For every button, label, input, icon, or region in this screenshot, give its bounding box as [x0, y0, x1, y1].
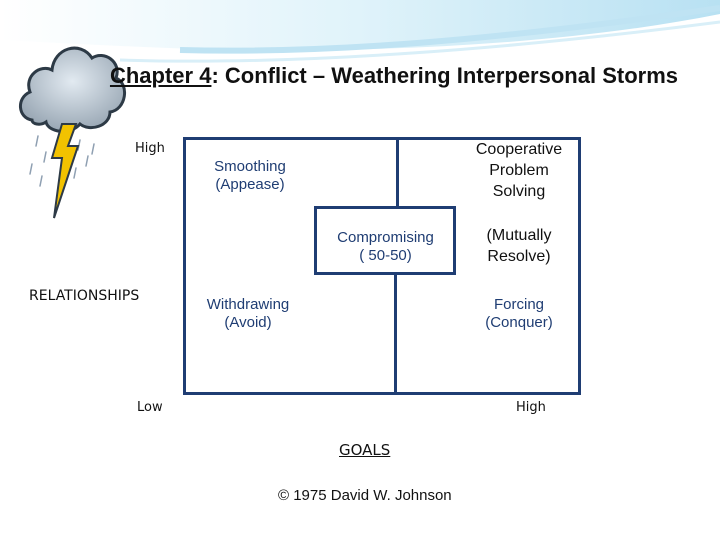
grid-line	[453, 206, 456, 274]
cell-mutually-resolve: (Mutually Resolve)	[466, 225, 572, 267]
cell-compromising-label: Compromising	[337, 229, 434, 246]
cell-compromising-sub: ( 50-50)	[359, 247, 412, 264]
title-text: : Conflict – Weathering Interpersonal St…	[211, 63, 678, 88]
cell-withdrawing-sub: (Avoid)	[224, 314, 272, 331]
y-axis-high-label: High	[135, 141, 165, 156]
conflict-strategy-grid	[183, 137, 581, 395]
cell-compromising: Compromising ( 50-50)	[328, 229, 443, 265]
copyright-text: © 1975 David W. Johnson	[278, 487, 452, 504]
x-axis-high-label: High	[516, 400, 546, 415]
y-axis-title: RELATIONSHIPS	[29, 288, 140, 304]
cell-cooperative-line3: Solving	[492, 183, 546, 200]
page-title: Chapter 4: Conflict – Weathering Interpe…	[104, 60, 678, 91]
cell-forcing-sub: (Conquer)	[485, 314, 553, 331]
cell-forcing: Forcing (Conquer)	[470, 296, 568, 332]
cell-cooperative-line1: Cooperative	[475, 141, 563, 158]
cell-smoothing-label: Smoothing	[214, 158, 286, 175]
storm-cloud-icon	[19, 46, 126, 219]
cell-cooperative: Cooperative Problem Solving	[462, 139, 576, 202]
cell-smoothing: Smoothing (Appease)	[205, 158, 295, 194]
obscured-heading	[268, 126, 468, 137]
cell-smoothing-sub: (Appease)	[215, 176, 285, 193]
background-waves	[0, 0, 720, 63]
grid-line	[396, 137, 399, 208]
cell-cooperative-line2: Problem	[489, 162, 549, 179]
grid-line	[314, 206, 454, 209]
cell-mutually-line2: Resolve)	[487, 248, 551, 265]
grid-line	[394, 272, 397, 395]
cell-withdrawing-label: Withdrawing	[206, 296, 290, 313]
cell-withdrawing: Withdrawing (Avoid)	[198, 296, 298, 332]
x-axis-title: GOALS	[339, 441, 391, 459]
grid-line	[314, 272, 456, 275]
cell-forcing-label: Forcing	[493, 296, 545, 313]
chapter-label: Chapter 4	[109, 63, 212, 88]
rain-drops	[29, 135, 95, 187]
grid-line	[314, 206, 317, 274]
x-axis-low-label: Low	[137, 400, 163, 415]
cell-mutually-line1: (Mutually	[486, 227, 552, 244]
lightning-icon	[50, 123, 80, 219]
